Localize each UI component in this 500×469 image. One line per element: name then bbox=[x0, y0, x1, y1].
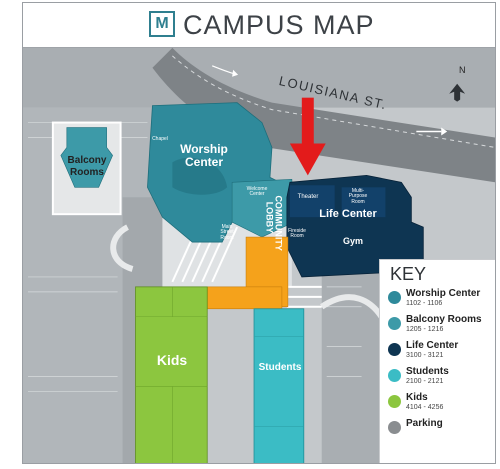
north-label: N bbox=[459, 65, 466, 75]
welcome-center-building bbox=[231, 179, 295, 238]
kids-label: Kids bbox=[156, 352, 188, 368]
students-dot-icon bbox=[388, 369, 401, 382]
key-item-students: Students 2100 - 2121 bbox=[386, 366, 495, 392]
worship-center-dot-icon bbox=[388, 291, 401, 304]
life-center-label: Life Center bbox=[319, 208, 377, 220]
worship-center-label: Worship Center bbox=[180, 142, 228, 169]
traffic-arrow-icon bbox=[416, 127, 448, 136]
students-label: Students bbox=[258, 362, 302, 373]
parking-north bbox=[23, 47, 495, 108]
students-building bbox=[253, 308, 305, 463]
students-room-lines bbox=[254, 336, 304, 427]
theater-room bbox=[289, 185, 335, 218]
key-item-kids: Kids 4104 - 4256 bbox=[386, 392, 495, 418]
balcony-rooms-building bbox=[60, 127, 113, 188]
life-center-dot-icon bbox=[388, 343, 401, 356]
main-street-room-label: Main Street Room bbox=[220, 224, 234, 241]
kids-dot-icon bbox=[388, 395, 401, 408]
fireside-room-label: Fireside Room bbox=[288, 228, 306, 240]
balcony-rooms-label: Balcony Rooms bbox=[67, 155, 107, 178]
gym-label: Gym bbox=[342, 236, 363, 246]
page-title: CAMPUS MAP bbox=[183, 10, 375, 40]
kids-building bbox=[135, 286, 208, 463]
key-item-balcony-rooms: Balcony Rooms 1205 - 1216 bbox=[386, 314, 495, 340]
lobby-connector bbox=[206, 286, 283, 310]
sanctuary-seating bbox=[172, 157, 228, 195]
map-key: KEY Worship Center 1102 - 1106 Balcony R… bbox=[379, 259, 495, 463]
kids-room-lines bbox=[135, 286, 208, 463]
balcony-rooms-dot-icon bbox=[388, 317, 401, 330]
key-title: KEY bbox=[390, 264, 427, 284]
key-item-worship-center: Worship Center 1102 - 1106 bbox=[386, 288, 495, 314]
multi-purpose-room bbox=[341, 187, 386, 218]
community-lobby-label: COMMUNITY LOBBY bbox=[264, 195, 284, 251]
campus-map-frame: M CAMPUS MAP bbox=[22, 2, 496, 464]
theater-label: Theater bbox=[297, 194, 319, 200]
map-header: M CAMPUS MAP bbox=[23, 3, 495, 48]
key-item-parking: Parking bbox=[386, 418, 495, 444]
church-logo: M bbox=[149, 11, 175, 37]
welcome-center-label: Welcome Center bbox=[246, 186, 268, 198]
key-item-life-center: Life Center 3100 - 3121 bbox=[386, 340, 495, 366]
louisiana-street bbox=[152, 47, 495, 183]
parking-dot-icon bbox=[388, 421, 401, 434]
street-centerline bbox=[172, 55, 495, 148]
chapel-label: Chapel bbox=[152, 136, 168, 142]
drive-curve bbox=[320, 294, 384, 319]
multi-purpose-room-label: Multi- Purpose Room bbox=[348, 188, 368, 205]
north-arrow-icon bbox=[449, 83, 466, 102]
drive-loop bbox=[110, 224, 134, 272]
traffic-arrow-icon bbox=[211, 65, 239, 77]
red-arrow-icon bbox=[289, 97, 326, 176]
